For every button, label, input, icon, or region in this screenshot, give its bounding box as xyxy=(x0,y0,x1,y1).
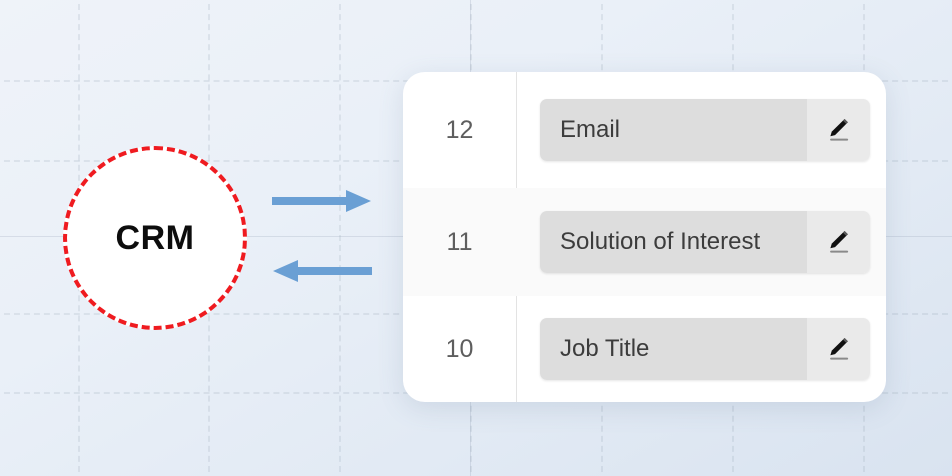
row-number: 12 xyxy=(445,115,474,144)
edit-button[interactable] xyxy=(807,99,870,161)
table-row[interactable]: 12 Email xyxy=(403,72,886,188)
field-list-panel: 12 Email 11 Solution of Intere xyxy=(403,72,886,402)
field-label: Email xyxy=(540,99,807,161)
crm-node-label: CRM xyxy=(115,219,195,257)
pencil-icon xyxy=(825,335,853,363)
grid-line-vertical xyxy=(339,0,341,476)
pencil-icon xyxy=(825,228,853,256)
table-row[interactable]: 10 Job Title xyxy=(403,296,886,402)
pencil-icon xyxy=(825,116,853,144)
edit-button[interactable] xyxy=(807,318,870,380)
row-number: 10 xyxy=(445,334,474,363)
field-pill[interactable]: Email xyxy=(540,99,870,161)
crm-node[interactable]: CRM xyxy=(63,146,247,330)
edit-button[interactable] xyxy=(807,211,870,273)
field-label: Job Title xyxy=(540,318,807,380)
field-pill[interactable]: Solution of Interest xyxy=(540,211,870,273)
arrow-to-panel-icon xyxy=(272,190,371,212)
field-pill[interactable]: Job Title xyxy=(540,318,870,380)
table-row[interactable]: 11 Solution of Interest xyxy=(403,188,886,296)
arrow-from-panel-icon xyxy=(273,260,372,282)
row-number: 11 xyxy=(446,227,473,256)
field-label: Solution of Interest xyxy=(540,211,807,273)
